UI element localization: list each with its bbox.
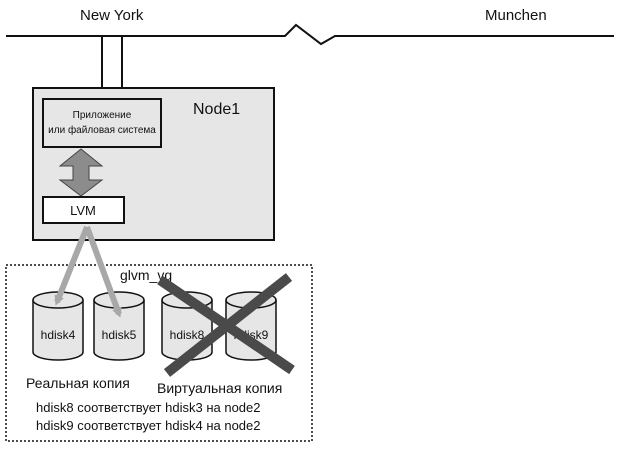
volume-group-box: [5, 264, 313, 442]
real-copy-label: Реальная копия: [26, 375, 130, 391]
lvm-to-hdisk5-arrow: [84, 225, 122, 318]
site-label-new-york: New York: [80, 7, 144, 24]
lvm-box: [42, 196, 125, 224]
virtual-copy-cross-icon: [157, 273, 295, 377]
lvm-label: LVM: [70, 203, 96, 218]
volume-group-name: glvm_vg: [120, 267, 172, 283]
mapping-note-2: hdisk9 соответствует hdisk4 на node2: [36, 418, 261, 433]
disk-hdisk4: hdisk4: [32, 291, 84, 361]
application-box: [42, 98, 162, 148]
mapping-note-1: hdisk8 соответствует hdisk3 на node2: [36, 400, 261, 415]
lvm-to-hdisk4-arrow: [54, 225, 90, 306]
application-label-line1: Приложение: [73, 110, 132, 121]
network-line: [6, 23, 614, 46]
disk-label: hdisk5: [102, 328, 137, 342]
virtual-copy-label: Виртуальная копия: [157, 380, 282, 396]
site-label-munchen: Munchen: [485, 7, 547, 24]
disk-hdisk5: hdisk5: [93, 291, 145, 361]
node-label: Node1: [193, 101, 240, 118]
disk-label: hdisk4: [41, 328, 76, 342]
disk-label: hdisk8: [170, 328, 205, 342]
application-label-line2: или файловая система: [48, 124, 156, 136]
